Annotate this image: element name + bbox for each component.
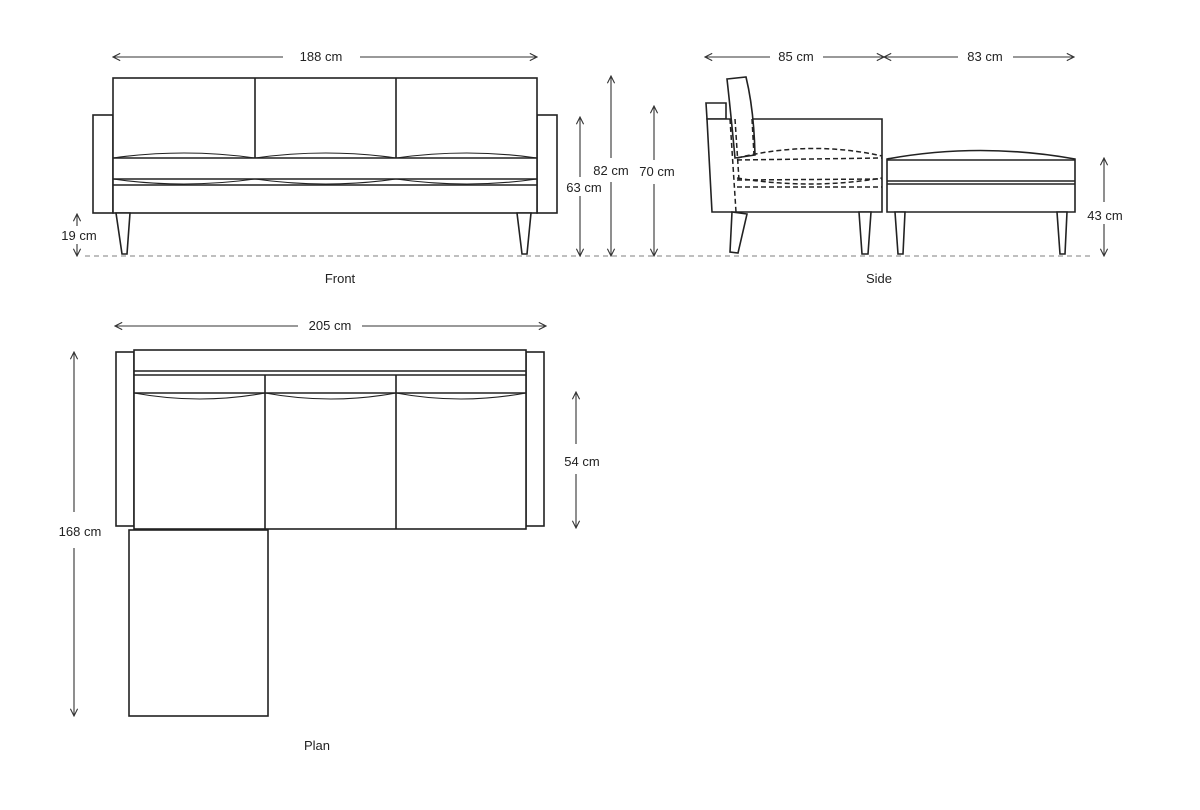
front-right-arm: [536, 114, 558, 214]
side-rear-leg: [729, 211, 748, 254]
plan-width-dimension: 205 cm: [115, 318, 546, 333]
side-back-cushion: [726, 76, 756, 159]
front-total-height-dimension: 82 cm: [593, 76, 629, 256]
plan-seat-depth-dimension: 54 cm: [564, 392, 600, 528]
side-chaise-extension-label: 83 cm: [967, 49, 1002, 64]
front-total-height-label: 82 cm: [593, 163, 628, 178]
plan-body: [133, 349, 527, 530]
side-seat-height-dimension: 43 cm: [1087, 158, 1123, 256]
front-back-height-dimension: 70 cm: [639, 106, 675, 256]
side-front-leg: [858, 211, 872, 255]
front-left-arm: [92, 114, 114, 214]
side-caption: Side: [866, 271, 892, 286]
side-depth-label: 85 cm: [778, 49, 813, 64]
front-back-height-label: 70 cm: [639, 164, 674, 179]
front-leg-height-label: 19 cm: [61, 228, 96, 243]
front-caption: Front: [325, 271, 356, 286]
side-chaise-right-leg: [1056, 211, 1068, 255]
plan-chaise: [128, 529, 269, 717]
plan-left-arm: [115, 351, 135, 527]
front-view: 188 cm 19 cm 63 cm: [61, 49, 680, 286]
front-arm-height-dimension: 63 cm: [566, 117, 602, 256]
plan-depth-label: 168 cm: [59, 524, 102, 539]
plan-width-label: 205 cm: [309, 318, 352, 333]
plan-depth-dimension: 168 cm: [59, 352, 102, 716]
front-arm-height-label: 63 cm: [566, 180, 601, 195]
plan-right-arm: [525, 351, 545, 527]
plan-view: 205 cm 168 cm 54 cm Plan: [59, 318, 600, 753]
side-view: 85 cm 83 cm: [680, 49, 1123, 286]
front-leg-height-dimension: 19 cm: [61, 214, 97, 256]
side-chaise-extension-dimension: 83 cm: [884, 49, 1074, 64]
front-width-dimension: 188 cm: [113, 49, 537, 64]
side-chaise-left-leg: [894, 211, 906, 255]
plan-seat-depth-label: 54 cm: [564, 454, 599, 469]
front-width-label: 188 cm: [300, 49, 343, 64]
plan-caption: Plan: [304, 738, 330, 753]
front-right-leg: [516, 212, 532, 255]
side-seat-height-label: 43 cm: [1087, 208, 1122, 223]
side-depth-dimension: 85 cm: [705, 49, 884, 64]
front-body: [112, 77, 538, 214]
front-left-leg: [115, 212, 131, 255]
